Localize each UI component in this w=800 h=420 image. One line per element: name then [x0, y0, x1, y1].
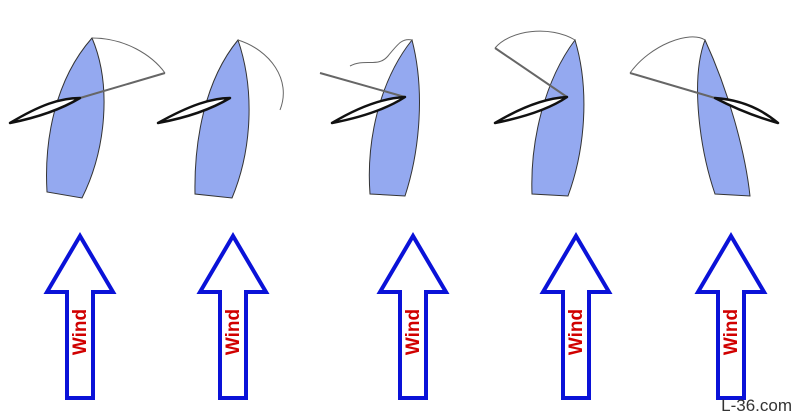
- wind-label-5: Wind: [721, 309, 742, 355]
- boat-2: [156, 38, 284, 199]
- wind-arrow-2: Wind: [196, 232, 270, 400]
- boat-3-swing-arc: [349, 39, 413, 67]
- boat-1: [8, 37, 166, 199]
- wind-label-4: Wind: [566, 309, 587, 355]
- boat-3: [319, 38, 420, 197]
- boat-4: [493, 30, 585, 197]
- boat-5-hull: [697, 38, 751, 197]
- boat-5: [629, 36, 780, 197]
- boat-2-swing-arc: [237, 39, 284, 111]
- boat-2-hull: [194, 38, 250, 199]
- wind-arrow-4: Wind: [539, 232, 613, 400]
- site-credit: L-36.com: [721, 396, 792, 415]
- boat-4-sail: [493, 95, 569, 125]
- boat-1-boom: [79, 72, 166, 99]
- boat-1-swing-arc: [91, 37, 166, 74]
- wind-arrow-1: Wind: [43, 232, 117, 400]
- wind-arrow-3: Wind: [376, 232, 450, 400]
- wind-arrow-4-shape: [539, 232, 613, 400]
- wind-label-2: Wind: [223, 309, 244, 355]
- boat-2-sail: [156, 96, 232, 125]
- boat-4-boom: [494, 47, 568, 98]
- boat-5-swing-arc: [629, 36, 706, 74]
- boat-5-boom: [629, 72, 716, 99]
- wind-arrow-1-shape: [43, 232, 117, 400]
- boat-1-sail: [8, 96, 82, 125]
- boat-3-sail: [330, 95, 407, 125]
- wind-label-1: Wind: [70, 309, 91, 355]
- wind-arrow-5-shape: [694, 232, 768, 400]
- wind-arrow-5: Wind: [694, 232, 768, 400]
- boat-1-hull: [46, 37, 105, 199]
- wind-arrow-3-shape: [376, 232, 450, 400]
- boat-3-boom: [319, 72, 406, 98]
- boat-5-sail: [713, 96, 780, 125]
- boat-4-hull: [531, 38, 585, 197]
- wind-label-3: Wind: [403, 309, 424, 355]
- boat-3-hull: [368, 38, 420, 197]
- wind-arrow-2-shape: [196, 232, 270, 400]
- boat-4-swing-arc: [494, 30, 576, 49]
